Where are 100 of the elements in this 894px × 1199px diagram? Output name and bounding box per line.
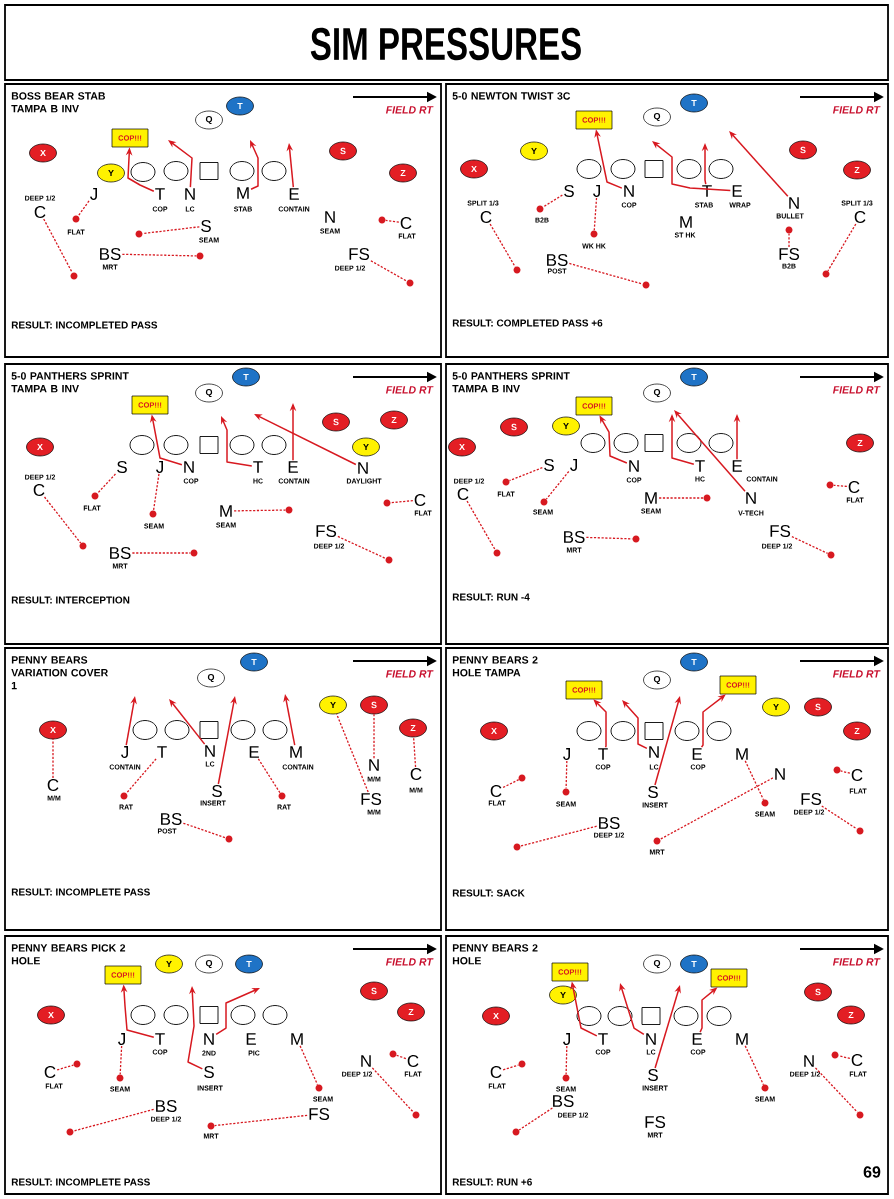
coverage-line [299,1045,319,1086]
player-oval: X [39,720,67,740]
direction-label: FIELD RT [832,386,881,394]
player-oval: X [448,437,476,457]
coverage-line [77,200,90,217]
defender-letter: BS [156,1100,177,1113]
lineman-oval [708,159,734,179]
defender-letter: N [205,745,215,757]
lineman-oval [676,159,702,179]
player-oval: Q [195,954,223,974]
defender-letter: C [47,779,59,792]
defender-letter: C [44,1066,56,1079]
rush-arrow [593,699,607,748]
defender-letter: N [184,461,194,473]
defender-letter: C [410,768,422,781]
coverage-line [152,473,160,511]
player-oval: X [480,721,508,741]
defender-letter: T [695,460,705,472]
center-box [641,1007,661,1025]
center-box [199,721,219,739]
coverage-line [466,500,496,551]
coverage-line [744,1045,765,1086]
player-oval: T [226,96,254,116]
defender-letter: T [598,748,608,760]
play-title: PENNY BEARS VARIATION COVER 1 [11,656,108,690]
defender-letter: E [692,748,702,760]
defender-letter: T [253,461,263,473]
result-text: RESULT: INCOMPLETED PASS [11,321,158,329]
defender-letter: S [648,786,658,799]
player-oval: Z [837,1005,865,1025]
player-oval: Z [846,433,874,453]
player-oval: Q [195,383,223,403]
coverage-line [131,552,191,554]
coverage-line [119,1045,123,1075]
center-box [199,436,219,454]
play-title: PENNY BEARS PICK 2 HOLE [11,944,126,965]
play-title: 5-0 PANTHERS SPRINT TAMPA B INV [11,372,129,393]
player-oval: Y [552,416,580,436]
direction-label: FIELD RT [832,670,881,678]
defender-letter: C [490,785,502,798]
defender-letter: T [155,188,165,200]
lineman-oval [706,1006,732,1026]
player-oval: S [804,982,832,1002]
defender-letter: S [212,785,222,798]
coverage-line [125,758,157,794]
defender-letter: C [34,206,46,219]
rush-arrow [215,988,260,1036]
coverage-line [385,219,400,223]
lineman-oval [674,721,700,741]
rush-arrow [622,700,648,750]
defender-letter: BS [100,248,121,261]
rush-arrow [729,131,789,197]
lineman-oval [708,433,734,453]
coverage-line [545,470,570,500]
defender-letter: C [457,488,469,501]
player-oval: S [500,417,528,437]
player-oval: S [360,981,388,1001]
defender-letter: C [33,484,45,497]
coverage-line [518,1107,553,1131]
defender-letter: J [563,748,570,760]
lineman-oval [706,721,732,741]
player-oval: Z [380,410,408,430]
defender-letter: C [851,769,863,782]
defender-letter: T [155,1033,165,1045]
defender-letter: N [624,185,634,197]
defender-letter: E [289,188,299,200]
rush-arrow [700,694,726,748]
player-oval: X [482,1006,510,1026]
defender-letter: FS [361,793,382,806]
defender-letter: BS [161,813,182,826]
defender-letter: BS [547,254,568,267]
lineman-oval [130,162,156,182]
coverage-line [814,1067,859,1113]
lineman-oval [262,720,288,740]
defender-letter: N [789,197,799,209]
defender-letter: BS [564,531,585,544]
defender-letter: T [598,1033,608,1045]
result-text: RESULT: COMPLETED PASS +6 [452,319,603,327]
defender-letter: S [544,459,554,472]
defender-letter: BS [553,1095,574,1108]
player-oval: Q [643,383,671,403]
defender-letter: E [692,1033,702,1045]
defender-letter: S [201,220,211,233]
coverage-line [788,233,790,248]
result-text: RESULT: RUN -4 [452,593,530,601]
defender-letter: FS [645,1116,666,1129]
lineman-oval [610,159,636,179]
defender-letter: S [204,1066,214,1079]
coverage-line [839,770,851,774]
lineman-oval [576,721,602,741]
coverage-line [593,197,598,231]
defender-letter: S [564,185,574,198]
coverage-line [337,535,387,560]
coverage-line [508,467,543,482]
defender-letter: N [646,1033,656,1045]
defender-letter: M [736,748,748,760]
lineman-oval [261,435,287,455]
rush-arrow [652,141,732,192]
defender-letter: FS [349,248,370,261]
coverage-line [56,1064,75,1071]
